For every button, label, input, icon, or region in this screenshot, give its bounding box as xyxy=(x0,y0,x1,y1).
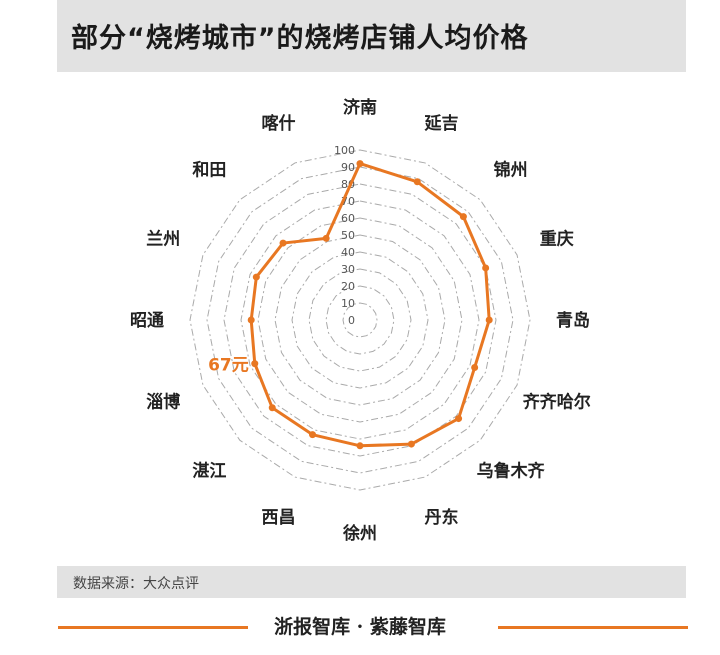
tick-label: 90 xyxy=(341,161,355,174)
data-point xyxy=(268,404,276,412)
tick-label: 30 xyxy=(341,263,355,276)
grid-ring xyxy=(257,217,463,423)
data-point xyxy=(356,442,364,450)
category-label: 昭通 xyxy=(130,311,164,331)
category-label: 济南 xyxy=(343,97,377,118)
data-point xyxy=(413,178,421,186)
category-label: 兰州 xyxy=(146,228,180,249)
series-layer: 67元 xyxy=(208,160,493,450)
footer-rule-right xyxy=(498,626,688,629)
source-bar: 数据来源：大众点评 xyxy=(57,566,686,598)
chart-title: 部分“烧烤城市”的烧烤店铺人均价格 xyxy=(71,23,529,54)
category-label: 齐齐哈尔 xyxy=(523,392,591,413)
grid-ring xyxy=(325,285,395,355)
grid-ring xyxy=(274,234,446,406)
grid-ring xyxy=(189,149,531,491)
grid-ring xyxy=(308,268,412,372)
title-bar: 部分“烧烤城市”的烧烤店铺人均价格 xyxy=(57,0,686,72)
data-point xyxy=(455,415,463,423)
category-label: 湛江 xyxy=(192,461,226,482)
grid-ring xyxy=(342,302,378,338)
category-label: 丹东 xyxy=(425,507,459,528)
category-label: 喀什 xyxy=(261,113,295,134)
data-point xyxy=(247,316,255,324)
category-label: 徐州 xyxy=(342,523,377,544)
data-point xyxy=(309,431,317,439)
data-point xyxy=(252,273,260,281)
data-point xyxy=(279,239,287,247)
category-label: 西昌 xyxy=(261,508,295,528)
radar-grid xyxy=(189,149,531,491)
category-label: 和田 xyxy=(192,160,226,180)
data-point xyxy=(322,234,330,242)
category-label: 锦州 xyxy=(494,159,528,180)
data-point xyxy=(471,363,479,371)
tick-label: 100 xyxy=(334,144,355,157)
data-point xyxy=(251,360,259,368)
data-point xyxy=(459,213,467,221)
tick-label: 40 xyxy=(341,246,355,259)
category-label: 青岛 xyxy=(556,310,590,331)
category-label: 重庆 xyxy=(540,228,574,249)
grid-ring xyxy=(206,166,514,474)
grid-ring xyxy=(240,200,480,440)
category-label: 淄博 xyxy=(146,392,180,413)
footer-brand: 浙报智库 · 紫藤智库 xyxy=(274,616,446,638)
data-point xyxy=(482,264,490,272)
category-label: 乌鲁木齐 xyxy=(477,461,546,482)
tick-label: 50 xyxy=(341,229,355,242)
category-label: 延吉 xyxy=(424,113,459,134)
grid-ring xyxy=(291,251,429,389)
tick-label: 10 xyxy=(341,297,355,310)
tick-label: 60 xyxy=(341,212,355,225)
data-point xyxy=(407,440,415,448)
grid-ring xyxy=(223,183,497,457)
data-point xyxy=(356,160,364,168)
value-annotation: 67元 xyxy=(208,356,249,376)
tick-label: 0 xyxy=(348,314,355,327)
tick-label: 20 xyxy=(341,280,355,293)
data-point xyxy=(485,316,493,324)
footer-rule-left xyxy=(58,626,248,629)
source-note: 数据来源：大众点评 xyxy=(73,576,199,592)
